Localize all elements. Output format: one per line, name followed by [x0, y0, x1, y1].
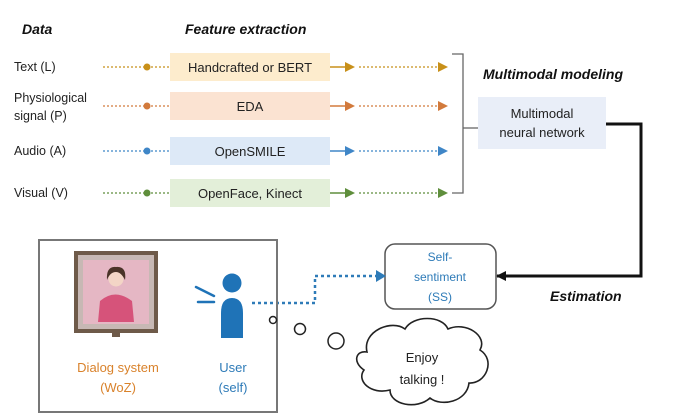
- dialog-system-photo: [74, 251, 158, 337]
- output-arrowhead: [438, 146, 448, 156]
- modality-row: Audio (A) OpenSMILE: [14, 137, 448, 165]
- user-icon: [221, 273, 243, 338]
- self-sentiment-box: Self- sentiment (SS): [384, 243, 497, 310]
- feature-label: OpenFace, Kinect: [198, 186, 302, 201]
- modality-row: Physiological signal (P) EDA: [14, 91, 448, 123]
- user-icon-head: [222, 273, 242, 293]
- input-node-dot: [143, 102, 151, 110]
- data-header: Data: [22, 21, 53, 37]
- thought-dot-medium: [293, 322, 307, 336]
- output-arrowhead: [438, 101, 448, 111]
- modality-rows: Text (L) Handcrafted or BERT Physiological…: [14, 53, 448, 207]
- speech-lines-icon: [194, 285, 216, 304]
- modality-row: Visual (V) OpenFace, Kinect: [14, 179, 448, 207]
- feature-arrowhead: [345, 101, 355, 111]
- dialog-system-line-1: Dialog system: [77, 360, 159, 375]
- monitor-stand: [112, 333, 120, 337]
- modality-label: Visual (V): [14, 186, 68, 200]
- feature-bracket: [452, 53, 464, 194]
- modality-label: Text (L): [14, 60, 56, 74]
- modality-label: signal (P): [14, 109, 67, 123]
- agent-body: [98, 294, 134, 322]
- user-to-sentiment-arrowhead: [376, 270, 386, 282]
- user-icon-body: [221, 298, 243, 338]
- feature-extraction-header: Feature extraction: [185, 21, 306, 37]
- thought-line-1: Enjoy: [406, 350, 439, 365]
- feature-box: [170, 92, 330, 120]
- feature-arrowhead: [345, 188, 355, 198]
- thought-dot-large: [327, 332, 345, 350]
- model-box-line-1: Multimodal: [511, 106, 574, 121]
- ss-line-1: Self-: [428, 250, 453, 264]
- scenario-frame: [38, 239, 278, 413]
- multimodal-neural-network-box: Multimodal neural network: [478, 97, 606, 149]
- estimation-header: Estimation: [550, 288, 622, 304]
- output-arrowhead: [438, 62, 448, 72]
- thought-dot-small: [268, 315, 278, 325]
- dialog-system-line-2: (WoZ): [100, 380, 136, 395]
- input-node-dot: [143, 63, 151, 71]
- agent-face: [108, 271, 124, 287]
- output-arrowhead: [438, 188, 448, 198]
- feature-box: [170, 179, 330, 207]
- thought-line-2: talking !: [400, 372, 445, 387]
- estimation-arrow: [496, 122, 643, 281]
- model-box-line-2: neural network: [499, 125, 585, 140]
- ss-line-2: sentiment: [414, 270, 467, 284]
- input-node-dot: [143, 147, 151, 155]
- multimodal-modeling-header: Multimodal modeling: [483, 66, 623, 82]
- feature-arrowhead: [345, 62, 355, 72]
- feature-box: [170, 53, 330, 81]
- feature-arrowhead: [345, 146, 355, 156]
- agent-hair: [106, 266, 126, 280]
- user-to-sentiment-link: [252, 274, 378, 305]
- feature-label: OpenSMILE: [215, 144, 286, 159]
- feature-label: Handcrafted or BERT: [188, 60, 312, 75]
- ss-line-3: (SS): [428, 290, 452, 304]
- modality-row: Text (L) Handcrafted or BERT: [14, 53, 448, 81]
- speech-line-1: [194, 285, 216, 298]
- feature-box: [170, 137, 330, 165]
- input-node-dot: [143, 189, 151, 197]
- user-line-2: (self): [219, 380, 248, 395]
- thought-cloud: [355, 317, 489, 406]
- modality-label: Audio (A): [14, 144, 66, 158]
- model-box-bg: [478, 97, 606, 149]
- feature-label: EDA: [237, 99, 264, 114]
- user-line-1: User: [219, 360, 247, 375]
- modality-label: Physiological: [14, 91, 87, 105]
